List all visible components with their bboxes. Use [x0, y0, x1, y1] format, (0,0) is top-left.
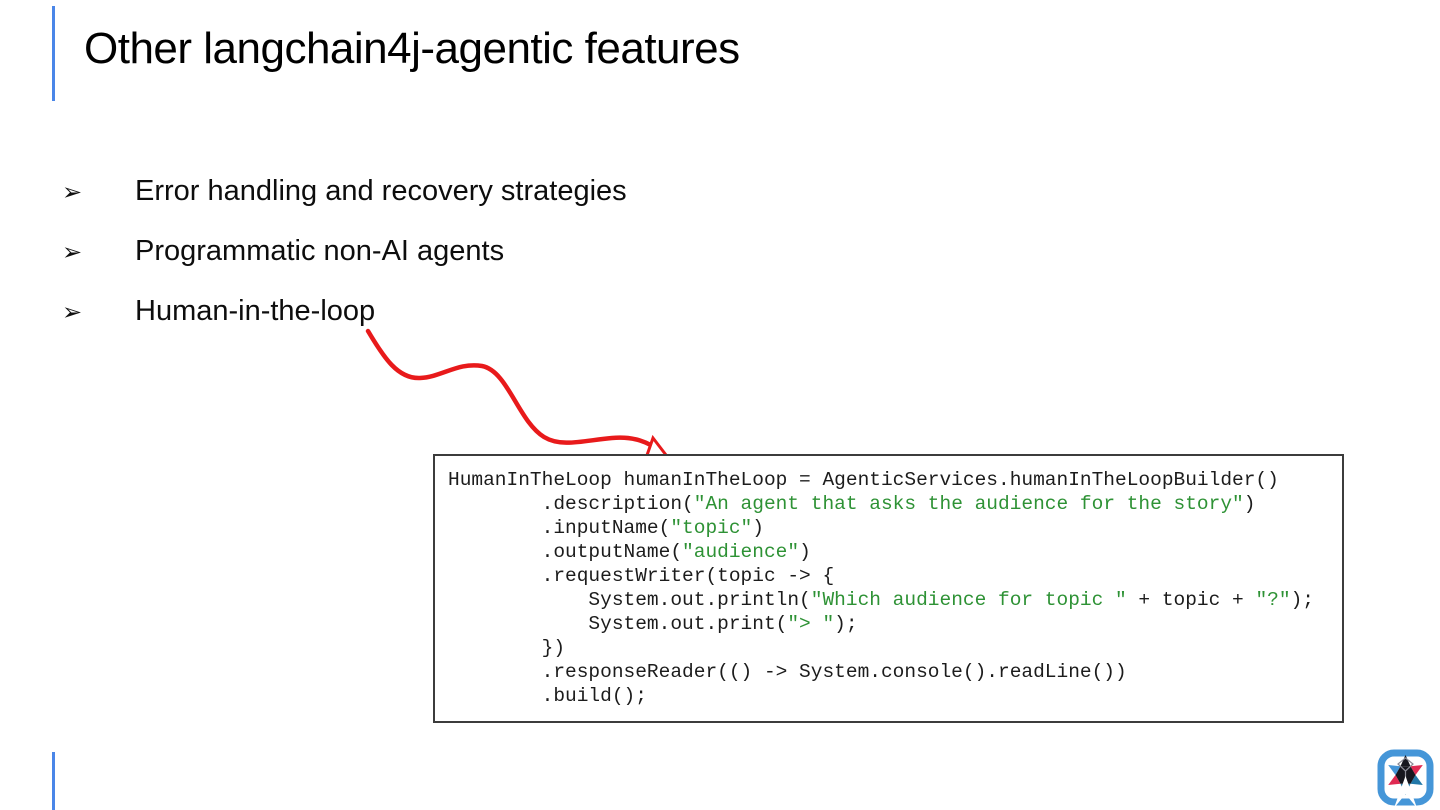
code-text: System.out.print( — [448, 613, 788, 635]
red-arrow-curve — [365, 328, 665, 455]
bullet-item: ➢ Error handling and recovery strategies — [62, 174, 627, 210]
bullet-item: ➢ Human-in-the-loop — [62, 294, 627, 330]
code-text: .build(); — [448, 685, 647, 707]
code-text: .requestWriter(topic -> { — [448, 565, 835, 587]
code-line: .build(); — [448, 684, 1342, 708]
logo-pointer-notch — [1394, 776, 1417, 808]
code-string-literal: "> " — [787, 613, 835, 635]
code-text: HumanInTheLoop humanInTheLoop = AgenticS… — [448, 469, 1279, 491]
logo-star-point-upper-left — [1388, 765, 1401, 775]
logo-star-point-upper-right — [1410, 765, 1423, 775]
code-text: .inputName( — [448, 517, 671, 539]
code-string-literal: "audience" — [682, 541, 800, 563]
bullet-label: Programmatic non-AI agents — [135, 235, 505, 267]
code-line: System.out.println("Which audience for t… — [448, 588, 1342, 612]
code-line: System.out.print("> "); — [448, 612, 1342, 636]
conference-logo-icon — [1377, 749, 1434, 808]
accent-line-bottom — [52, 752, 55, 810]
code-text: System.out.println( — [448, 589, 811, 611]
code-string-literal: "An agent that asks the audience for the… — [693, 493, 1244, 515]
code-block: HumanInTheLoop humanInTheLoop = AgenticS… — [433, 454, 1344, 723]
bullet-label: Error handling and recovery strategies — [135, 175, 627, 207]
accent-line-top — [52, 6, 55, 101]
code-text: ); — [834, 613, 858, 635]
code-line: .description("An agent that asks the aud… — [448, 492, 1342, 516]
code-lines: HumanInTheLoop humanInTheLoop = AgenticS… — [435, 456, 1342, 708]
logo-star-point-lower-right — [1410, 775, 1423, 785]
code-text: ) — [752, 517, 764, 539]
bullet-arrow-icon: ➢ — [62, 299, 83, 326]
code-line: .inputName("topic") — [448, 516, 1342, 540]
red-curved-arrow — [365, 328, 669, 460]
code-line: .requestWriter(topic -> { — [448, 564, 1342, 588]
bullet-arrow-icon: ➢ — [62, 179, 83, 206]
code-text: ) — [799, 541, 811, 563]
code-text: + topic + — [1126, 589, 1256, 611]
bullet-label: Human-in-the-loop — [135, 295, 376, 327]
code-string-literal: "?" — [1255, 589, 1291, 611]
bullet-list: ➢Error handling and recovery strategies➢… — [62, 174, 627, 354]
code-line: .responseReader(() -> System.console().r… — [448, 660, 1342, 684]
code-string-literal: "Which audience for topic " — [810, 589, 1127, 611]
bullet-arrow-icon: ➢ — [62, 239, 83, 266]
logo-rounded-frame — [1377, 749, 1434, 806]
slide-title: Other langchain4j-agentic features — [84, 24, 740, 73]
code-line: .outputName("audience") — [448, 540, 1342, 564]
code-text: }) — [448, 637, 566, 659]
code-text: ); — [1290, 589, 1314, 611]
code-text: .responseReader(() -> System.console().r… — [448, 661, 1127, 683]
code-text: .description( — [448, 493, 694, 515]
code-string-literal: "topic" — [670, 517, 753, 539]
code-text: .outputName( — [448, 541, 683, 563]
code-line: HumanInTheLoop humanInTheLoop = AgenticS… — [448, 468, 1342, 492]
code-text: ) — [1243, 493, 1256, 515]
logo-star-point-lower-left — [1388, 775, 1401, 785]
code-line: }) — [448, 636, 1342, 660]
logo-star-point-top — [1400, 755, 1411, 767]
bullet-item: ➢ Programmatic non-AI agents — [62, 234, 627, 270]
